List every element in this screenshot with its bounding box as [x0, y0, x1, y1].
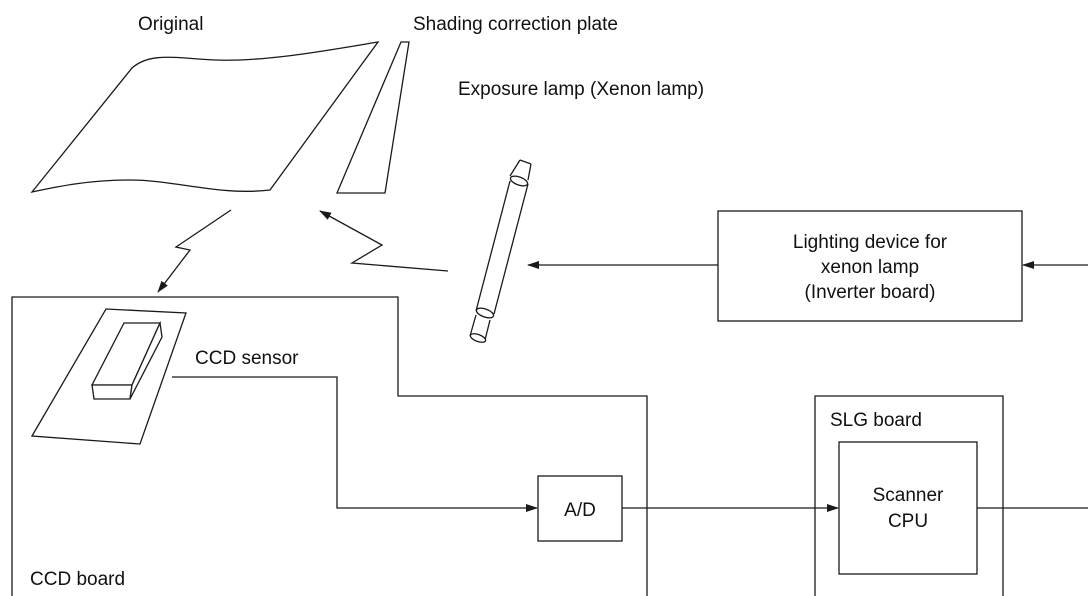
shading-correction-plate	[336, 41, 410, 194]
lamp-to-original-arrow	[319, 210, 449, 272]
slg-board-label: SLG board	[830, 410, 922, 431]
inverter-board-box	[717, 210, 1023, 322]
exposure-lamp	[469, 159, 532, 343]
scanner-cpu-box	[838, 441, 978, 575]
scanner-cpu-line2: CPU	[888, 511, 928, 532]
ccd-sensor	[30, 308, 187, 445]
ccd-board-label: CCD board	[30, 569, 125, 590]
original-sheet	[30, 41, 380, 194]
inverter-board-line3: (Inverter board)	[805, 282, 936, 303]
scanner-cpu-line1: Scanner	[873, 485, 944, 506]
ad-converter-box	[537, 475, 623, 542]
shading-plate-label: Shading correction plate	[413, 14, 618, 35]
ccd-board	[11, 296, 648, 596]
inverter-board-line2: xenon lamp	[821, 257, 919, 278]
slg-board	[814, 395, 1004, 596]
ccd-sensor-to-ad-line	[172, 376, 538, 512]
ad-converter-label: A/D	[564, 500, 596, 521]
exposure-lamp-label: Exposure lamp (Xenon lamp)	[458, 79, 704, 100]
ccd-sensor-label: CCD sensor	[195, 348, 299, 369]
original-to-ccd-arrow	[157, 209, 232, 293]
original-label: Original	[138, 14, 203, 35]
inverter-board-line1: Lighting device for	[793, 232, 948, 253]
